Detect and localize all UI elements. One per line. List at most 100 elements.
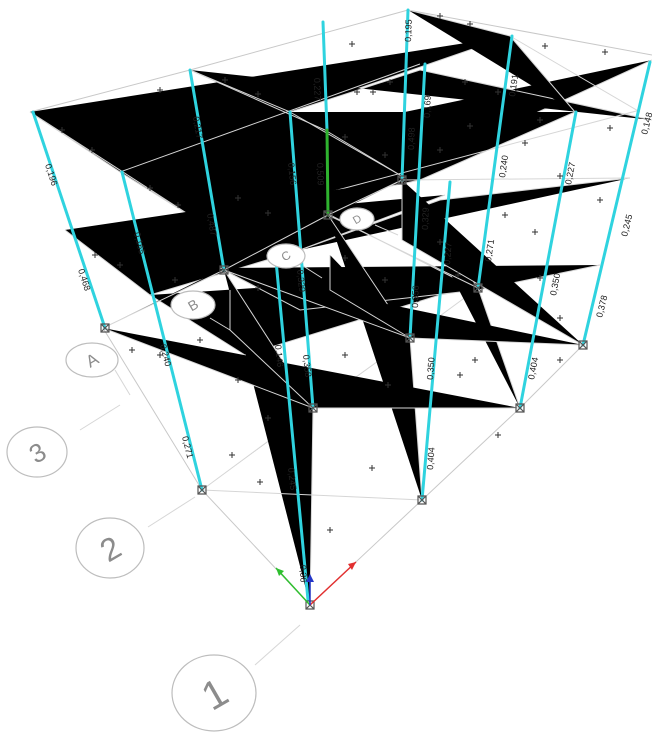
ratio-label: 0,196 (43, 163, 59, 188)
beam-tick (229, 452, 235, 458)
grid-bubble-3[interactable]: 3 (6, 426, 68, 478)
axes-triad (275, 561, 357, 606)
beam-tick (455, 272, 461, 278)
bubble-leaders (79, 224, 399, 666)
supports (100, 175, 588, 610)
ratio-label: 0,271 (180, 435, 195, 459)
column (581, 60, 652, 347)
grid-bubble-C[interactable]: C (266, 243, 306, 269)
x-axis-arrow (309, 561, 357, 606)
column (400, 8, 410, 182)
support-symbol (323, 210, 333, 220)
beam-tick (117, 262, 123, 268)
y-axis-arrow (275, 567, 311, 606)
beam-tick (354, 89, 360, 95)
ratio-label: 0,217 (191, 116, 205, 140)
beam-tick (255, 91, 261, 97)
beam-tick (437, 239, 443, 245)
beam-tick (157, 352, 163, 358)
column-highlight (325, 128, 330, 217)
ratio-label: 0,191 (507, 74, 520, 98)
beam-tick (602, 49, 608, 55)
support-symbol (197, 485, 207, 495)
column (518, 110, 578, 410)
beam-tick (607, 125, 613, 131)
beam-tick (257, 479, 263, 485)
beam-tick (222, 77, 228, 83)
y-axis-arrowhead (276, 568, 284, 576)
beam-tick (597, 197, 603, 203)
beam-tick (537, 275, 543, 281)
beam-tick (502, 212, 508, 218)
beam-tick (462, 79, 468, 85)
grid-bubble-A[interactable]: A (65, 342, 119, 378)
ratio-label: 0,378 (594, 294, 609, 318)
column (476, 34, 514, 290)
ratio-label: 0,227 (442, 242, 454, 265)
ratio-label: 0,350 (548, 272, 562, 296)
beam-tick (495, 89, 501, 95)
support-symbol (578, 340, 588, 350)
ratio-label: 0,227 (312, 78, 323, 101)
column (321, 20, 329, 132)
beam-tick (327, 527, 333, 533)
beam-tick (557, 173, 563, 179)
ratio-label: 0,36 (298, 565, 309, 583)
grid-bubble-2[interactable]: 2 (75, 517, 145, 579)
grid-bubble-D[interactable]: D (339, 207, 375, 231)
beam-tick (382, 152, 388, 158)
beam-tick (387, 79, 393, 85)
beam-tick (542, 43, 548, 49)
beam-tick (129, 347, 135, 353)
ratio-label: 0,350 (425, 357, 437, 380)
ratio-label: 0,509 (315, 163, 326, 186)
support-symbol (100, 323, 110, 333)
ratio-label: 0,404 (425, 447, 437, 470)
column (420, 180, 452, 502)
ratio-label: 0,356 (410, 285, 421, 308)
beam-tick (437, 13, 443, 19)
beam-tick (342, 134, 348, 140)
z-axis-arrowhead (306, 574, 314, 582)
ratio-label: 0,169 (422, 95, 433, 118)
beam-tick (89, 147, 95, 153)
ratio-label: 0,195 (403, 19, 414, 42)
ratio-label: 0,240 (497, 155, 510, 179)
beam-tick (235, 195, 241, 201)
beam-tick (265, 415, 271, 421)
support-symbol (308, 403, 318, 413)
beam-tick (522, 140, 528, 146)
beam-tick (382, 277, 388, 283)
beam-tick (92, 252, 98, 258)
ratio-label: 0,245 (286, 467, 298, 490)
beam-tick (437, 147, 443, 153)
beam-tick (495, 432, 501, 438)
ratio-label: 0,329 (295, 269, 307, 292)
column (408, 62, 427, 340)
ratio-label: 0,498 (406, 127, 417, 150)
ratio-label: 0,358 (301, 354, 313, 377)
support-symbol (473, 283, 483, 293)
beam-tick (147, 185, 153, 191)
roof-grid (29, 9, 652, 226)
support-symbol (405, 333, 415, 343)
beam-ticks (59, 13, 613, 533)
beam-tick (457, 372, 463, 378)
support-symbol (397, 175, 407, 185)
grid-bubble-B[interactable]: B (170, 290, 216, 320)
beam-tick (255, 285, 261, 291)
x-axis-arrowhead (348, 562, 356, 570)
beam-tick (369, 465, 375, 471)
beam-tick (557, 315, 563, 321)
beam-tick (59, 127, 65, 133)
ratio-label: 0,148 (639, 111, 652, 135)
ratio-label: 0,156 (286, 162, 298, 185)
grid-bubble-1[interactable]: 1 (171, 654, 257, 732)
beam-tick (342, 352, 348, 358)
beam-tick (472, 357, 478, 363)
ratio-label: 0,245 (619, 213, 634, 237)
column (120, 170, 204, 492)
beam-tick (157, 87, 163, 93)
ratio-labels: 0,196 0,468 0,165 0,240 0,271 0,217 0,48… (43, 19, 652, 582)
